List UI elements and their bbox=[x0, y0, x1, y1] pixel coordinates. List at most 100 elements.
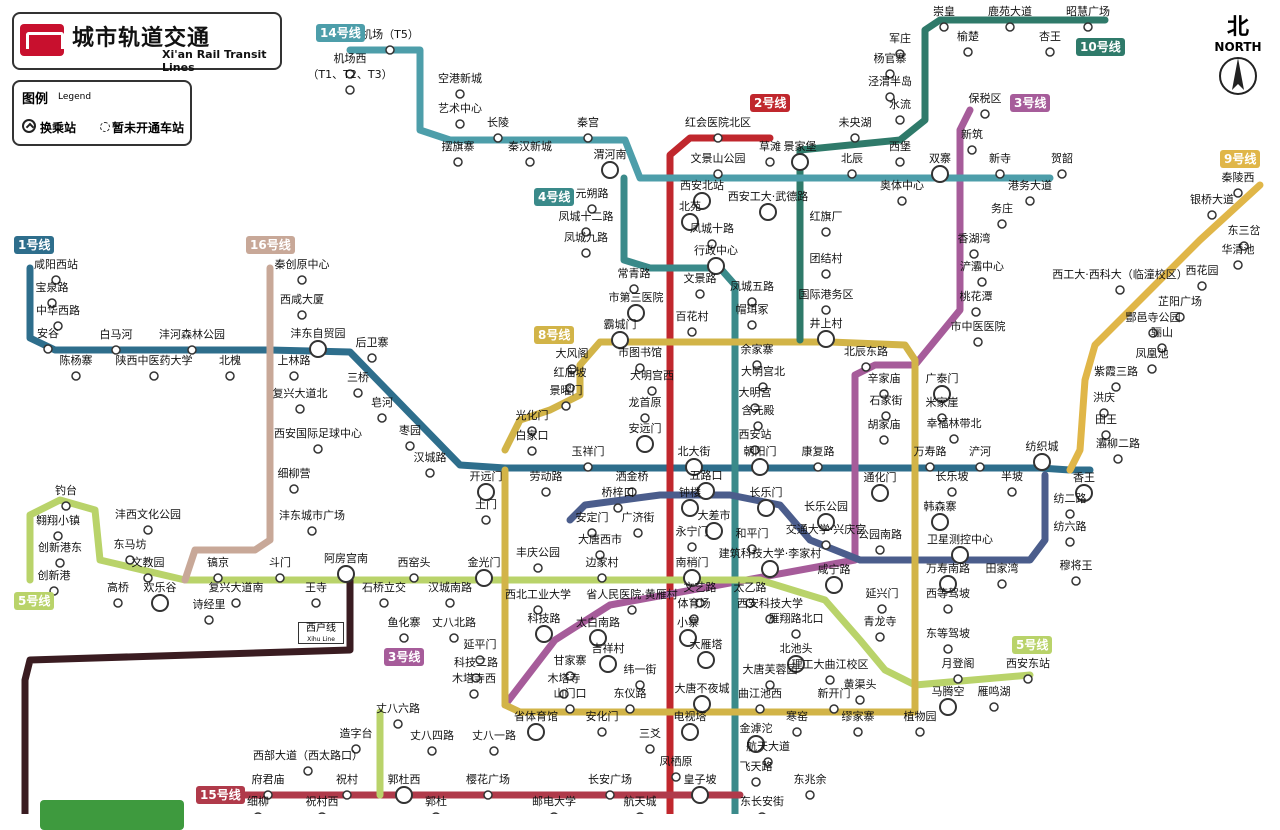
station-label: 雁翔路北口 bbox=[769, 611, 824, 625]
station-marker bbox=[848, 170, 856, 178]
station-marker bbox=[646, 745, 654, 753]
line-tag-5: 5号线 bbox=[14, 592, 54, 610]
station-marker bbox=[1198, 282, 1206, 290]
station-marker bbox=[806, 791, 814, 799]
station-label: 细柳 bbox=[247, 794, 269, 808]
station-label: 省人民医院·黄雁村 bbox=[586, 587, 678, 601]
station-label: 万寿南路 bbox=[926, 561, 970, 575]
xihu-en: Xihu Line bbox=[299, 634, 343, 645]
station-label: 景曜门 bbox=[550, 383, 583, 397]
station-label: 安定门 bbox=[576, 510, 609, 524]
station-label: 吉祥村 bbox=[592, 641, 625, 655]
station-marker bbox=[1066, 538, 1074, 546]
station-label: 阿房宫南 bbox=[324, 551, 368, 565]
station-label: 西花园 bbox=[1186, 264, 1219, 277]
line-xihu bbox=[25, 580, 350, 814]
station-label: 木塔寺西 bbox=[452, 672, 496, 685]
transfer-station-marker bbox=[152, 595, 168, 611]
station-marker bbox=[490, 747, 498, 755]
station-label: 景家堡 bbox=[784, 139, 817, 153]
line-tag-3: 3号线 bbox=[1010, 94, 1050, 112]
station-label: 骊山 bbox=[1151, 326, 1173, 339]
station-marker bbox=[346, 86, 354, 94]
station-label: 北大街 bbox=[678, 444, 711, 458]
station-label: 新寺 bbox=[989, 151, 1011, 165]
station-label: 建筑科技大学·李家村 bbox=[719, 546, 822, 560]
station-label: 西安东站 bbox=[1006, 656, 1050, 670]
station-label: 交通大学·兴庆宫 bbox=[786, 522, 867, 536]
station-marker bbox=[688, 328, 696, 336]
station-label: 纬一街 bbox=[624, 662, 657, 676]
station-label: 三爻 bbox=[639, 727, 661, 740]
station-marker bbox=[926, 463, 934, 471]
station-label: 常青路 bbox=[618, 267, 651, 280]
station-label: 长陵 bbox=[487, 116, 509, 129]
station-label: 石家街 bbox=[870, 393, 903, 407]
station-marker bbox=[446, 599, 454, 607]
transfer-station-marker bbox=[872, 485, 888, 501]
station-label: 务庄 bbox=[991, 201, 1013, 215]
legend-box: 图例 Legend 换乘站 暂未开通车站 bbox=[12, 80, 192, 146]
station-marker bbox=[814, 463, 822, 471]
station-label: 北苑 bbox=[679, 200, 701, 213]
station-label: 通化门 bbox=[864, 470, 897, 484]
station-marker bbox=[406, 442, 414, 450]
station-marker bbox=[482, 516, 490, 524]
station-label: 安谷 bbox=[37, 326, 59, 340]
station-label: 太乙路 bbox=[734, 581, 767, 594]
station-label: 金滹沱 bbox=[740, 721, 773, 735]
station-marker bbox=[400, 634, 408, 642]
station-marker bbox=[312, 599, 320, 607]
station-marker bbox=[528, 447, 536, 455]
station-marker bbox=[898, 197, 906, 205]
station-label: 欢乐谷 bbox=[144, 580, 177, 594]
station-label: 大风阁 bbox=[556, 346, 589, 360]
station-label: 白家口 bbox=[516, 428, 549, 442]
station-label: 泾渭半岛 bbox=[868, 74, 912, 88]
station-label: 斗门 bbox=[269, 555, 291, 569]
station-marker bbox=[696, 290, 704, 298]
station-label: 祝村西 bbox=[306, 794, 339, 808]
station-label: 光化门 bbox=[516, 408, 549, 422]
station-label: 东三岔 bbox=[1228, 224, 1261, 237]
transfer-station-marker bbox=[826, 577, 842, 593]
station-label: 西安工大·武德路 bbox=[728, 189, 809, 203]
line-tag-9: 9号线 bbox=[1220, 150, 1260, 168]
line-tag-16: 16号线 bbox=[246, 236, 295, 254]
station-label: 紫霞三路 bbox=[1094, 365, 1138, 378]
station-marker bbox=[998, 580, 1006, 588]
station-label: 汉城路 bbox=[414, 451, 447, 464]
station-label: 安远门 bbox=[629, 421, 662, 435]
station-label: 白马河 bbox=[100, 327, 133, 341]
station-label: 和平门 bbox=[736, 526, 769, 540]
station-marker bbox=[226, 372, 234, 380]
station-marker bbox=[1026, 197, 1034, 205]
station-label: 秦汉新城 bbox=[508, 139, 552, 153]
station-label: 半坡 bbox=[1001, 469, 1023, 483]
station-marker bbox=[584, 134, 592, 142]
station-label: 咸宁路 bbox=[818, 562, 851, 576]
station-label: 木塔寺 bbox=[548, 672, 581, 685]
station-label: 体育场 bbox=[678, 596, 711, 610]
station-marker bbox=[386, 46, 394, 54]
line-16 bbox=[185, 268, 270, 580]
station-label: 南稍门 bbox=[676, 555, 709, 569]
transfer-station-marker bbox=[818, 331, 834, 347]
station-marker bbox=[72, 372, 80, 380]
station-label: 洒金桥 bbox=[616, 469, 649, 483]
station-label: 西部大道（西太路口） bbox=[253, 748, 363, 762]
station-label: 青龙寺 bbox=[864, 615, 897, 628]
station-label: 大唐芙蓉园 bbox=[743, 662, 798, 676]
station-label: 钟楼 bbox=[679, 485, 701, 499]
station-marker bbox=[822, 541, 830, 549]
station-marker bbox=[948, 488, 956, 496]
station-label: 凤城十二路 bbox=[559, 209, 614, 223]
station-label: 郭杜 bbox=[425, 794, 447, 808]
station-label: 电视塔 bbox=[674, 709, 707, 723]
station-label: 秦创原中心 bbox=[275, 257, 330, 271]
station-label: 西窑头 bbox=[398, 555, 431, 569]
station-marker bbox=[470, 690, 478, 698]
transfer-station-marker bbox=[1034, 454, 1050, 470]
station-marker bbox=[998, 220, 1006, 228]
station-label: 月登阁 bbox=[942, 656, 975, 670]
